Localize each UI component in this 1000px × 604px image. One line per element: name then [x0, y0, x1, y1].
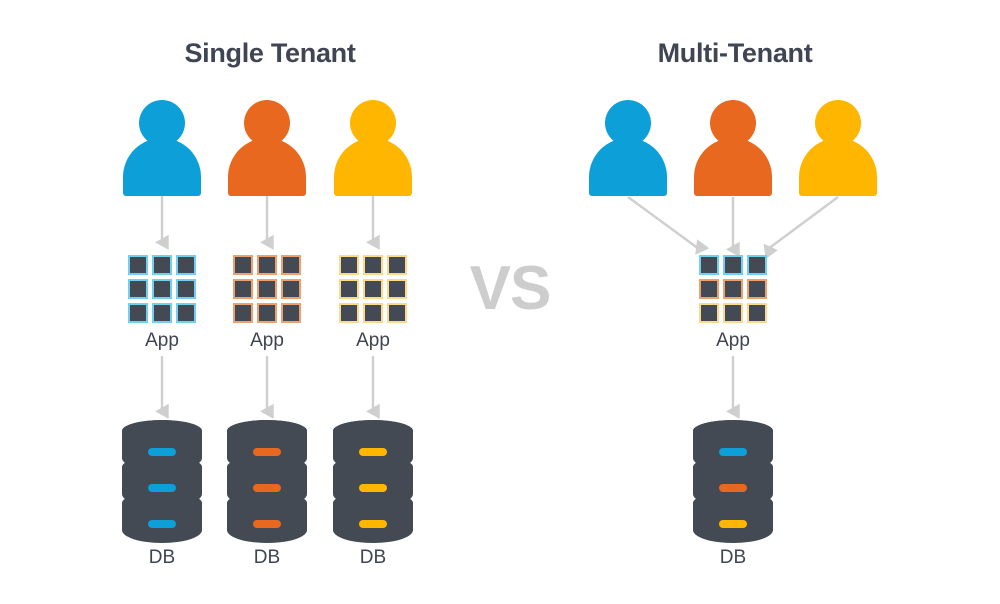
- app-grid-cell: [723, 255, 743, 275]
- db-label-orange-single: DB: [253, 547, 281, 568]
- db-icon-shared-multi: [693, 420, 773, 543]
- db-indicator: [148, 520, 176, 528]
- db-indicator: [359, 520, 387, 528]
- app-icon-yellow-single: [336, 252, 410, 326]
- db-top-cap: [333, 420, 413, 442]
- app-label-blue-single: App: [145, 330, 179, 351]
- app-grid-cell: [233, 279, 253, 299]
- app-grid-cell: [723, 303, 743, 323]
- app-icon-blue-single: [125, 252, 199, 326]
- app-grid-cell: [281, 255, 301, 275]
- db-indicator: [719, 520, 747, 528]
- app-grid-cell: [257, 279, 277, 299]
- app-grid-cell: [699, 255, 719, 275]
- app-grid-cell: [128, 303, 148, 323]
- db-segment: [333, 456, 413, 507]
- app-label-yellow-single: App: [356, 330, 390, 351]
- db-label-yellow-single: DB: [359, 547, 387, 568]
- db-indicator: [359, 448, 387, 456]
- app-grid-cell: [152, 279, 172, 299]
- app-grid-cell: [176, 255, 196, 275]
- db-indicator: [719, 448, 747, 456]
- app-grid-cell: [233, 303, 253, 323]
- app-icon-shared-multi: [696, 252, 770, 326]
- app-label-orange-single: App: [250, 330, 284, 351]
- app-grid-cell: [128, 255, 148, 275]
- person-icon-yellow-multi: [799, 100, 877, 196]
- app-grid-cell: [257, 303, 277, 323]
- app-grid-cell: [363, 303, 383, 323]
- db-label-blue-single: DB: [148, 547, 176, 568]
- person-icon-orange-multi: [694, 100, 772, 196]
- app-icon-orange-single: [230, 252, 304, 326]
- db-segment: [227, 456, 307, 507]
- app-grid-cell: [281, 279, 301, 299]
- app-grid-cell: [387, 279, 407, 299]
- db-segment: [693, 492, 773, 543]
- app-grid-cell: [339, 279, 359, 299]
- app-grid-cell: [176, 279, 196, 299]
- person-icon-orange-single: [228, 100, 306, 196]
- db-indicator: [253, 448, 281, 456]
- person-icon-blue-single: [123, 100, 201, 196]
- db-indicator: [719, 484, 747, 492]
- db-segment: [227, 492, 307, 543]
- app-grid-cell: [747, 255, 767, 275]
- db-icon-blue-single: [122, 420, 202, 543]
- app-grid-cell: [152, 255, 172, 275]
- single-tenant-title: Single Tenant: [184, 38, 356, 68]
- person-body: [589, 138, 667, 196]
- db-icon-yellow-single: [333, 420, 413, 543]
- db-segment: [333, 492, 413, 543]
- app-grid-cell: [339, 255, 359, 275]
- app-grid-cell: [363, 279, 383, 299]
- person-body: [694, 138, 772, 196]
- app-grid-cell: [747, 279, 767, 299]
- single-tenant-app-to-db-arrows: [155, 356, 380, 419]
- db-top-cap: [227, 420, 307, 442]
- db-indicator: [148, 484, 176, 492]
- multi-tenant-person-to-app-arrows: [627, 196, 839, 260]
- person-body: [123, 138, 201, 196]
- person-body: [799, 138, 877, 196]
- db-indicator: [253, 520, 281, 528]
- db-segment: [122, 492, 202, 543]
- app-grid-cell: [723, 279, 743, 299]
- app-label-shared-multi: App: [716, 330, 750, 351]
- app-grid-cell: [176, 303, 196, 323]
- db-label-shared-multi: DB: [719, 547, 747, 568]
- person-body: [228, 138, 306, 196]
- db-top-cap: [693, 420, 773, 442]
- db-indicator: [253, 484, 281, 492]
- app-grid-cell: [233, 255, 253, 275]
- app-grid-cell: [387, 255, 407, 275]
- app-grid-cell: [363, 255, 383, 275]
- app-grid-cell: [747, 303, 767, 323]
- person-icon-blue-multi: [589, 100, 667, 196]
- person-icon-yellow-single: [334, 100, 412, 196]
- db-indicator: [148, 448, 176, 456]
- person-body: [334, 138, 412, 196]
- single-tenant-person-to-app-arrows: [155, 196, 380, 250]
- db-indicator: [359, 484, 387, 492]
- app-grid-cell: [257, 255, 277, 275]
- db-top-cap: [122, 420, 202, 442]
- app-grid-cell: [339, 303, 359, 323]
- db-segment: [693, 456, 773, 507]
- db-segment: [122, 456, 202, 507]
- app-grid-cell: [699, 303, 719, 323]
- multi-tenant-title: Multi-Tenant: [657, 38, 813, 68]
- db-icon-orange-single: [227, 420, 307, 543]
- app-grid-cell: [128, 279, 148, 299]
- app-grid-cell: [387, 303, 407, 323]
- app-grid-cell: [699, 279, 719, 299]
- app-grid-cell: [152, 303, 172, 323]
- app-grid-cell: [281, 303, 301, 323]
- versus-label: VS: [469, 254, 552, 323]
